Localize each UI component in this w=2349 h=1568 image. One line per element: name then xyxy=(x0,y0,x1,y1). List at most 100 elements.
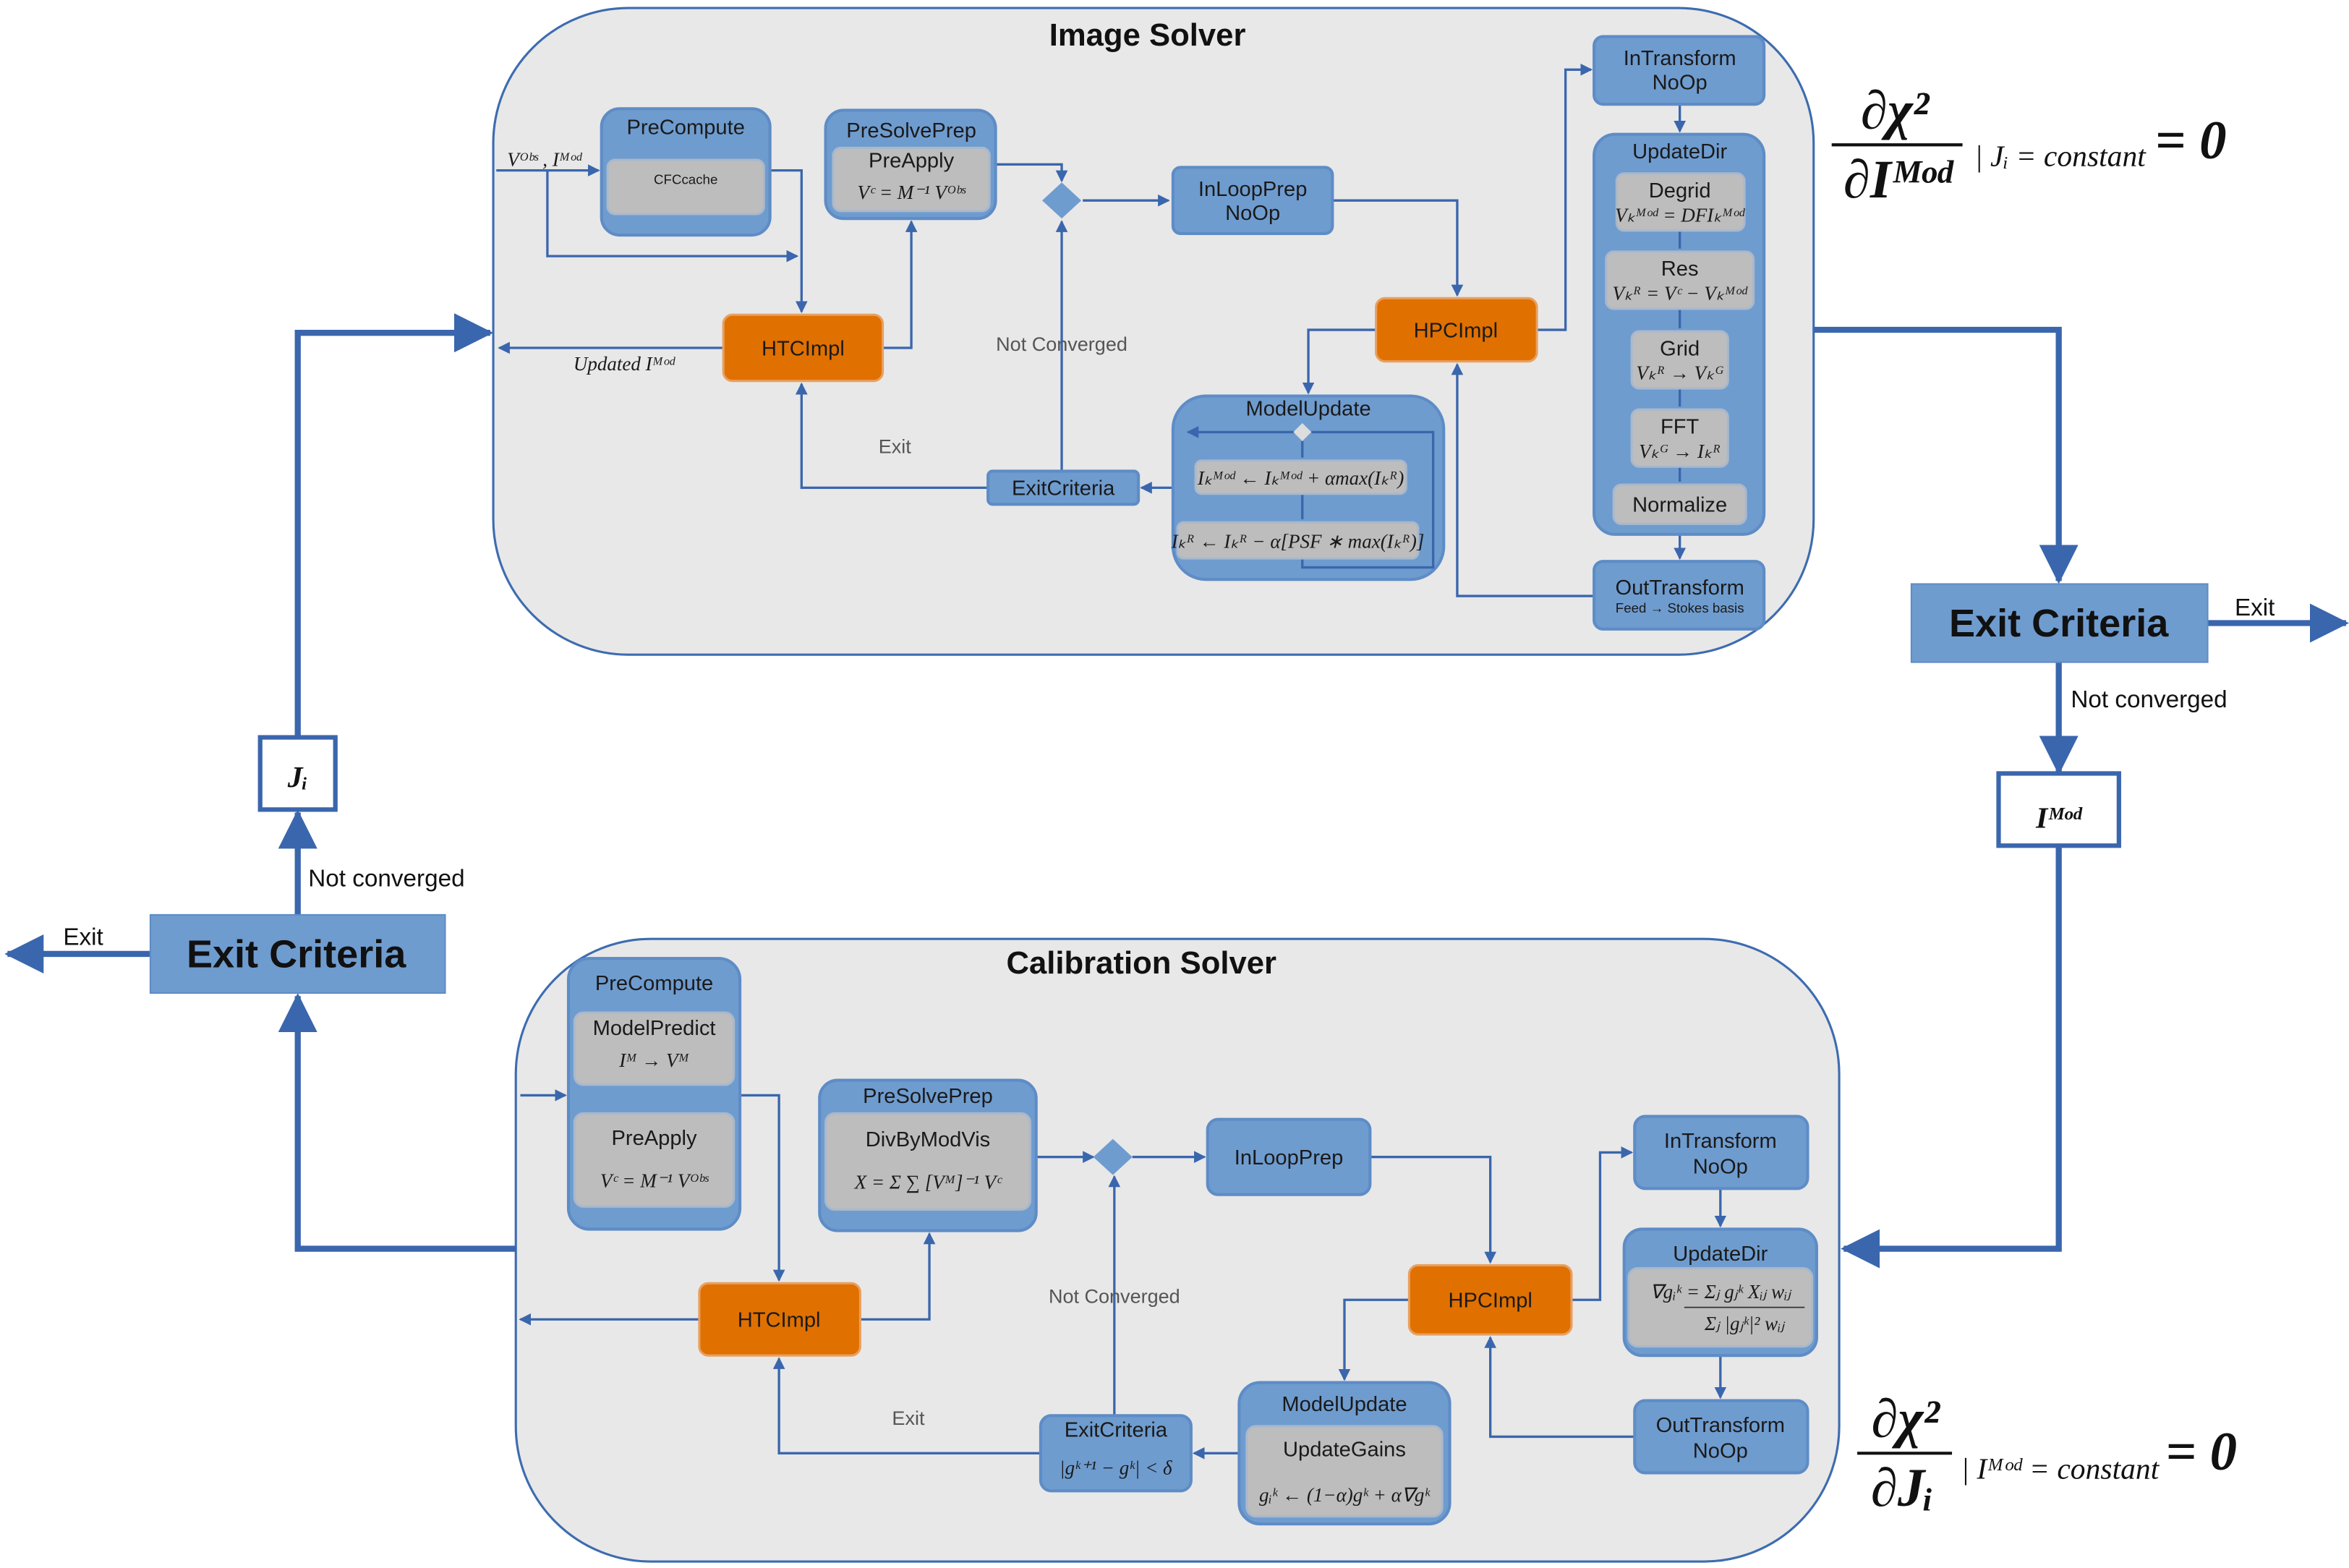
precompute-title: PreCompute xyxy=(626,116,744,140)
cal-hpc-to-intransform-arrow xyxy=(1571,1146,1634,1301)
cal-presolveprep-title: PreSolvePrep xyxy=(863,1085,993,1108)
inloop-to-hpc-arrow xyxy=(1332,199,1464,297)
htcimpl-box[interactable]: HTCImpl xyxy=(722,313,884,383)
modelupdate-diamond xyxy=(1293,422,1312,441)
cal-intransform-box[interactable]: InTransform NoOp xyxy=(1633,1115,1809,1190)
outtransform-box[interactable]: OutTransform Feed → Stokes basis xyxy=(1593,560,1766,631)
equation-top: ∂χ² ∂Iᴹᵒᵈ | Jᵢ = constant = 0 xyxy=(1831,80,2227,210)
cal-hpc-to-modelupdate-arrow xyxy=(1338,1298,1410,1381)
degrid-step: Degrid Vₖᴹᵒᵈ = DFIₖᴹᵒᵈ xyxy=(1615,172,1746,232)
cal-htcimpl-box[interactable]: HTCImpl xyxy=(698,1282,861,1357)
cal-outtransform-sub: NoOp xyxy=(1693,1440,1748,1463)
eq-top-denominator: ∂Iᴹᵒᵈ xyxy=(1843,150,1954,210)
outtransform-to-hpc-arrow xyxy=(1451,362,1595,597)
updategains-label: UpdateGains xyxy=(1283,1438,1406,1461)
modelupdate-box[interactable]: ModelUpdate Iₖᴹᵒᵈ ← Iₖᴹᵒᵈ + αmax(Iₖᴿ) Iₖ… xyxy=(1171,394,1446,581)
imod-box: Iᴹᵒᵈ xyxy=(1996,771,2121,848)
right-exit-label: Exit xyxy=(2235,595,2275,621)
fft-step: FFT Vₖᴳ → Iₖᴿ xyxy=(1630,408,1729,468)
cal-hpcimpl-label: HPCImpl xyxy=(1448,1290,1532,1313)
exitcriteria-box[interactable]: ExitCriteria xyxy=(986,469,1141,506)
input-label: Vᴼᵇˢ , Iᴹᵒᵈ xyxy=(507,148,583,170)
cal-hpcimpl-box[interactable]: HPCImpl xyxy=(1407,1264,1573,1336)
cal-exitcriteria-formula: |gᵏ⁺¹ − gᵏ| < δ xyxy=(1060,1457,1172,1478)
image-solver-panel: Image Solver Vᴼᵇˢ , Iᴹᵒᵈ Updated Iᴹᵒᵈ Pr… xyxy=(492,7,1815,656)
eq-bottom-rhs: = 0 xyxy=(2165,1422,2237,1482)
grid-formula: Vₖᴿ → Vₖᴳ xyxy=(1636,362,1723,384)
hpc-to-intransform-arrow xyxy=(1537,63,1593,331)
hpc-to-modelupdate-arrow xyxy=(1302,328,1376,395)
precompute-to-htc-arrow xyxy=(770,169,808,314)
cal-intransform-title: InTransform xyxy=(1664,1130,1777,1153)
degrid-formula: Vₖᴹᵒᵈ = DFIₖᴹᵒᵈ xyxy=(1615,204,1746,226)
left-not-converged-label: Not converged xyxy=(308,865,464,892)
ji-box: Jᵢ xyxy=(257,735,338,812)
exit-label: Exit xyxy=(879,436,912,458)
eq-bottom-condition: | Iᴹᵒᵈ = constant xyxy=(1961,1452,2160,1486)
cal-inloopprep-label: InLoopPrep xyxy=(1235,1146,1344,1169)
fft-label: FFT xyxy=(1660,416,1700,439)
presolveprep-box[interactable]: PreSolvePrep PreApply Vᶜ = M⁻¹ Vᴼᵇˢ xyxy=(824,108,997,221)
not-converged-label: Not Converged xyxy=(996,333,1127,355)
calibration-solver-panel: Calibration Solver PreCompute ModelPredi… xyxy=(514,937,1841,1563)
cal-htcimpl-label: HTCImpl xyxy=(738,1309,821,1332)
intransform-sub: NoOp xyxy=(1653,71,1708,94)
outer-loop: Exit Criteria Exit Not converged Iᴹᵒᵈ Ex… xyxy=(4,80,2349,1518)
cal-outtransform-to-hpc-arrow xyxy=(1484,1336,1635,1439)
cfccache-label: CFCcache xyxy=(654,171,717,187)
cal-exitcriteria-box[interactable]: ExitCriteria |gᵏ⁺¹ − gᵏ| < δ xyxy=(1039,1414,1193,1493)
intransform-box[interactable]: InTransform NoOp xyxy=(1593,35,1766,106)
image-to-exit-arrow xyxy=(1813,326,2079,584)
cal-outtransform-box[interactable]: OutTransform NoOp xyxy=(1633,1399,1809,1475)
divbymodvis-formula: X = Σ ∑ [Vᴹ]⁻¹ Vᶜ xyxy=(854,1171,1003,1193)
cal-exit-label: Exit xyxy=(892,1407,925,1429)
right-exit-criteria-label: Exit Criteria xyxy=(1949,602,2169,645)
exit-arrow xyxy=(795,382,989,490)
normalize-label: Normalize xyxy=(1632,494,1727,517)
hpcimpl-box[interactable]: HPCImpl xyxy=(1375,297,1538,363)
outtransform-title: OutTransform xyxy=(1615,576,1744,600)
cal-inloopprep-box[interactable]: InLoopPrep xyxy=(1206,1117,1372,1196)
precompute-box[interactable]: PreCompute CFCcache xyxy=(600,107,772,237)
inloopprep-box[interactable]: InLoopPrep NoOp xyxy=(1171,166,1334,236)
output-label: Updated Iᴹᵒᵈ xyxy=(574,353,676,375)
htcimpl-label: HTCImpl xyxy=(762,337,845,360)
cal-updatedir-title: UpdateDir xyxy=(1673,1243,1768,1266)
bypass-arrow xyxy=(546,170,799,263)
outtransform-sub: Feed → Stokes basis xyxy=(1616,600,1744,615)
grid-label: Grid xyxy=(1660,337,1700,360)
right-exit-criteria-box[interactable]: Exit Criteria xyxy=(1910,583,2209,663)
updatedir-box[interactable]: UpdateDir Degrid Vₖᴹᵒᵈ = DFIₖᴹᵒᵈ Res Vₖᴿ… xyxy=(1593,132,1766,536)
modelpredict-formula: Iᴹ → Vᴹ xyxy=(618,1049,689,1071)
presolve-to-diamond-arrow xyxy=(995,163,1068,183)
cal-modelupdate-box[interactable]: ModelUpdate UpdateGains gᵢᵏ ← (1−α)gᵏ + … xyxy=(1237,1381,1451,1526)
left-exit-criteria-box[interactable]: Exit Criteria xyxy=(149,913,446,994)
cal-exitcriteria-title: ExitCriteria xyxy=(1065,1418,1168,1441)
normalize-step: Normalize xyxy=(1612,483,1747,525)
cal-precompute-box[interactable]: PreCompute ModelPredict Iᴹ → Vᴹ PreApply… xyxy=(566,957,742,1231)
right-not-converged-label: Not converged xyxy=(2071,686,2227,713)
inloopprep-title: InLoopPrep xyxy=(1198,178,1308,201)
intransform-title: InTransform xyxy=(1624,47,1736,70)
cal-not-converged-label: Not Converged xyxy=(1049,1285,1180,1307)
left-exit-label: Exit xyxy=(63,924,103,950)
grid-step: Grid Vₖᴿ → Vₖᴳ xyxy=(1630,330,1729,390)
imod-to-calibration-arrow xyxy=(1841,845,2062,1269)
degrid-label: Degrid xyxy=(1649,179,1711,203)
ji-label: Jᵢ xyxy=(287,760,308,793)
preapply-label: PreApply xyxy=(869,149,955,172)
res-formula: Vₖᴿ = Vᶜ − Vₖᴹᵒᵈ xyxy=(1613,282,1749,304)
cal-preapply-label: PreApply xyxy=(611,1127,697,1150)
ji-to-image-arrow xyxy=(294,313,494,738)
cal-updatedir-formula-denominator: Σⱼ |gⱼᵏ|² wᵢⱼ xyxy=(1704,1313,1786,1334)
eq-top-rhs: = 0 xyxy=(2155,111,2227,171)
res-label: Res xyxy=(1661,257,1699,281)
cal-preapply-formula: Vᶜ = M⁻¹ Vᴼᵇˢ xyxy=(600,1169,709,1191)
cal-exit-arrow xyxy=(772,1357,1041,1454)
cal-updatedir-box[interactable]: UpdateDir ∇gᵢᵏ = Σⱼ gⱼᵏ Xᵢⱼ wᵢⱼ Σⱼ |gⱼᵏ|… xyxy=(1622,1227,1818,1358)
cal-presolveprep-box[interactable]: PreSolvePrep DivByModVis X = Σ ∑ [Vᴹ]⁻¹ … xyxy=(818,1078,1038,1232)
eq-top-condition: | Jᵢ = constant xyxy=(1974,139,2146,172)
inloopprep-sub: NoOp xyxy=(1225,202,1280,225)
